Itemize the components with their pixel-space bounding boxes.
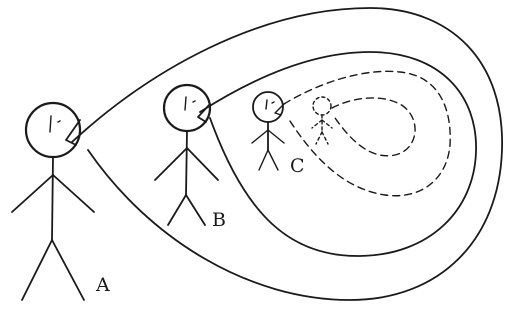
person-c-eye bbox=[272, 102, 274, 103]
person-b-left-leg bbox=[168, 195, 186, 225]
bubble-b-outline bbox=[200, 52, 476, 256]
person-c bbox=[252, 92, 284, 170]
person-b-right-leg bbox=[186, 195, 205, 225]
person-c-head bbox=[253, 92, 283, 122]
person-a-head bbox=[26, 103, 80, 157]
imagined-person-dashed bbox=[312, 97, 332, 144]
person-c-right-leg bbox=[268, 150, 278, 170]
person-b-nose bbox=[185, 97, 186, 110]
person-b-body bbox=[186, 131, 187, 195]
person-b-left-arm bbox=[155, 148, 187, 180]
imagined-person-right-leg bbox=[322, 132, 328, 144]
imagined-person-left-leg bbox=[316, 132, 322, 144]
person-b-head bbox=[164, 85, 210, 131]
person-c-left-leg bbox=[259, 150, 268, 170]
person-a-body bbox=[52, 157, 53, 240]
person-a-left-leg bbox=[22, 240, 52, 300]
person-a-eye bbox=[58, 121, 60, 122]
person-b-right-arm bbox=[187, 148, 218, 180]
label-a: A bbox=[95, 274, 110, 296]
person-c-nose bbox=[266, 100, 267, 109]
label-c: C bbox=[290, 155, 305, 177]
bubble-d-dashed-outline bbox=[332, 98, 415, 156]
person-b bbox=[155, 85, 218, 225]
bubble-c-dashed-outline bbox=[284, 71, 450, 195]
imagined-person-right-arm bbox=[322, 120, 332, 128]
person-b-eye bbox=[193, 101, 195, 102]
label-b: B bbox=[212, 209, 226, 231]
person-c-left-arm bbox=[252, 130, 268, 143]
person-a-right-leg bbox=[52, 240, 84, 300]
person-a-nose bbox=[50, 116, 51, 132]
imagined-person-left-arm bbox=[312, 120, 322, 128]
imagined-person-head bbox=[313, 97, 331, 115]
person-a-right-arm bbox=[53, 175, 94, 212]
person-c-right-arm bbox=[268, 130, 284, 143]
person-a-left-arm bbox=[12, 175, 53, 212]
bubble-a-outline bbox=[72, 8, 502, 300]
